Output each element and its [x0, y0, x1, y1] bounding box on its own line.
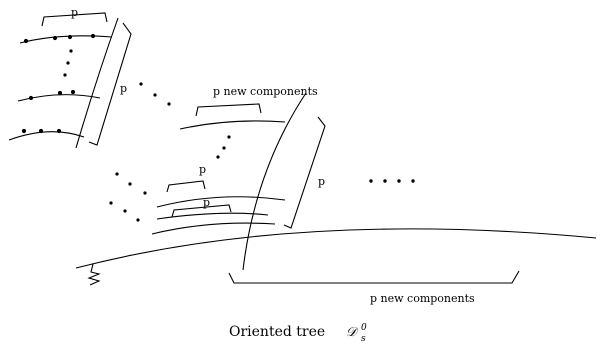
connector-dot	[139, 82, 143, 86]
ground-symbol	[87, 263, 101, 286]
middle-stem	[242, 92, 307, 271]
right-ellipsis-dot	[383, 179, 387, 183]
left-brace	[88, 22, 132, 146]
left-dot	[90, 33, 96, 39]
connector-dot	[153, 93, 157, 97]
bottom-bracket-group: p new components	[228, 270, 520, 305]
middle-curve-3	[156, 212, 269, 220]
triangle-dot	[136, 218, 140, 222]
middle-brace	[283, 116, 326, 229]
left-brace-label: p	[120, 82, 127, 95]
middle-cluster: p new components p p p	[109, 85, 326, 271]
caption-subscript: s	[361, 334, 366, 344]
left-dot	[52, 35, 58, 41]
left-dot	[67, 34, 73, 40]
left-curve-3	[8, 131, 85, 141]
triangle-dot	[128, 182, 132, 186]
triangle-dot	[123, 209, 127, 213]
right-ellipsis-dot	[369, 179, 373, 183]
connector-dot	[167, 102, 171, 106]
connector-dots	[139, 82, 171, 106]
left-dot	[56, 128, 62, 134]
caption-text: Oriented tree	[229, 324, 325, 340]
caption-superscript: 0	[361, 323, 367, 333]
root-curve	[75, 228, 597, 269]
left-stem	[75, 17, 119, 149]
left-ellipsis-dot	[63, 73, 67, 77]
right-ellipsis-dot	[411, 179, 415, 183]
middle-brace-label: p	[318, 175, 325, 188]
upper-bracket-label: p	[199, 163, 206, 176]
middle-ellipsis-dot	[222, 146, 226, 150]
left-dot	[21, 128, 27, 134]
caption-symbol: 𝒟	[346, 325, 359, 340]
lower-bracket-label: p	[203, 196, 210, 209]
left-dot	[38, 128, 44, 134]
middle-ellipsis-dot	[227, 135, 231, 139]
right-ellipsis	[369, 179, 415, 183]
left-curve-1	[19, 35, 113, 44]
root	[75, 228, 597, 286]
left-dot	[28, 95, 34, 101]
middle-curve-1	[179, 120, 286, 130]
middle-ellipsis-dot	[216, 155, 220, 159]
left-dot	[23, 38, 29, 44]
left-ellipsis-dot	[66, 61, 70, 65]
triangle-dot	[143, 191, 147, 195]
left-dot	[70, 89, 76, 95]
bottom-bracket	[228, 270, 520, 284]
middle-curve-2	[156, 196, 286, 208]
upper-bracket	[166, 180, 206, 193]
right-ellipsis-dot	[397, 179, 401, 183]
left-cluster: p p	[8, 6, 132, 149]
lower-bracket	[171, 204, 232, 218]
left-ellipsis-dot	[69, 49, 73, 53]
new-components-bottom-label: p new components	[370, 292, 475, 305]
new-components-top-label: p new components	[213, 85, 318, 98]
triangle-dot	[115, 172, 119, 176]
middle-top-bracket	[195, 103, 262, 117]
top-left-bracket-label: p	[71, 6, 78, 19]
caption: Oriented tree 𝒟 0 s	[229, 323, 367, 344]
triangle-dot	[109, 201, 113, 205]
left-dot	[57, 90, 63, 96]
middle-curve-4	[151, 222, 276, 235]
top-left-bracket	[41, 12, 108, 27]
